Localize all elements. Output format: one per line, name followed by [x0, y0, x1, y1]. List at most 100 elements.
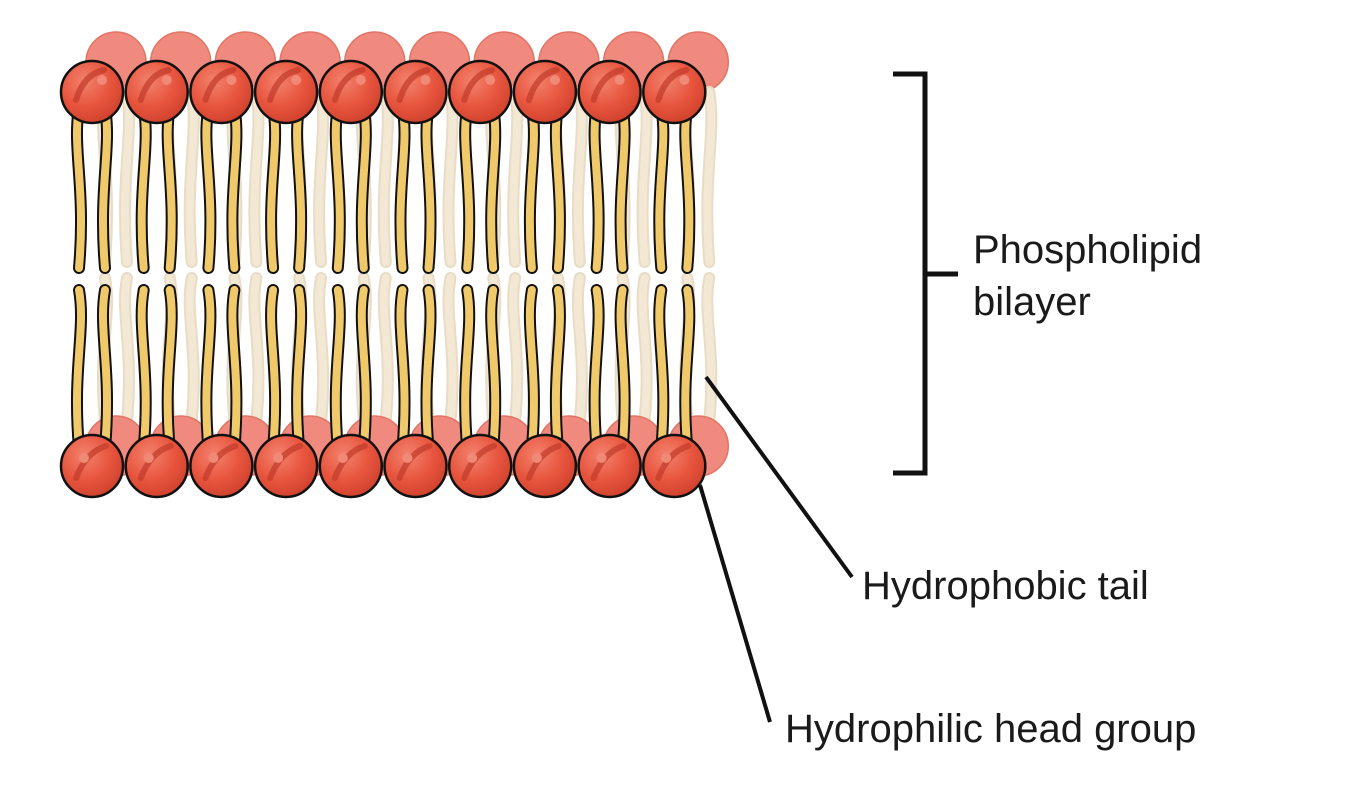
front-top-tail	[461, 104, 474, 272]
front-bottom-head	[577, 433, 642, 499]
tail-leader-line	[704, 375, 854, 579]
back-bottom-tail	[315, 274, 328, 424]
back-top-tail	[703, 88, 716, 266]
front-bottom-tail	[551, 286, 564, 452]
front-top-tail	[202, 104, 215, 272]
back-bottom-tail	[379, 274, 392, 424]
front-top-tail	[422, 104, 435, 272]
bilayer-label-line2: bilayer	[973, 280, 1091, 324]
front-top-head-shading	[461, 67, 496, 103]
front-bottom-head	[642, 433, 707, 499]
front-bottom-head	[383, 433, 448, 499]
annotation-lines	[698, 71, 958, 723]
front-top-tail	[681, 104, 694, 272]
back-top-tail	[315, 88, 328, 266]
front-top-tail	[487, 104, 500, 272]
front-bottom-head	[512, 433, 578, 499]
front-bottom-tail	[163, 286, 176, 452]
front-bottom-head	[318, 433, 384, 499]
front-bottom-tail	[616, 286, 629, 452]
front-top-head	[512, 59, 578, 125]
front-bottom-tail	[461, 286, 474, 452]
back-bottom-tail	[185, 274, 198, 424]
front-bottom-tail	[202, 286, 215, 452]
front-top-head	[447, 59, 513, 125]
front-top-head-shading	[202, 67, 237, 103]
bilayer-label-line1: Phospholipid	[973, 228, 1203, 272]
front-bottom-head	[253, 433, 319, 499]
front-top-head-highlight	[355, 75, 366, 85]
back-bottom-tail	[250, 274, 263, 424]
back-bottom-tail	[703, 274, 716, 424]
back-top-tail	[638, 88, 651, 266]
head-leader-line	[698, 484, 772, 723]
front-bottom-tail	[72, 286, 86, 452]
front-top-tail	[331, 104, 344, 272]
front-top-tail	[228, 104, 241, 272]
front-bottom-tail	[98, 286, 112, 452]
phospholipid-bilayer-label: Phospholipid bilayer	[973, 224, 1202, 328]
front-bottom-tail	[681, 286, 694, 452]
front-top-head-shading	[525, 67, 560, 103]
front-bottom-head-highlight	[402, 453, 413, 463]
back-bottom-tail	[444, 274, 457, 424]
front-bottom-tail	[590, 286, 603, 452]
front-top-head-highlight	[549, 75, 560, 85]
front-bottom-head-highlight	[531, 453, 542, 463]
front-top-head-shading	[267, 67, 302, 103]
back-top-tail	[120, 88, 134, 266]
front-top-tail	[525, 104, 538, 272]
front-bottom-tail	[487, 286, 500, 452]
front-top-head	[253, 59, 319, 125]
front-top-head-highlight	[679, 75, 690, 85]
front-bottom-head-highlight	[596, 453, 607, 463]
front-bottom-head	[447, 433, 513, 499]
front-top-tail	[590, 104, 603, 272]
front-top-head	[189, 59, 254, 125]
front-bottom-tail	[267, 286, 280, 452]
front-bottom-tail	[655, 286, 668, 452]
front-top-head-shading	[396, 67, 431, 103]
front-top-head-shading	[137, 67, 172, 103]
hydrophilic-head-label: Hydrophilic head group	[785, 707, 1197, 751]
front-top-head	[642, 59, 707, 125]
front-top-tail	[357, 104, 370, 272]
back-top-tail	[444, 88, 457, 266]
front-bottom-head-highlight	[337, 453, 348, 463]
front-top-head	[318, 59, 384, 125]
front-top-head-shading	[73, 67, 107, 103]
back-top-tail	[185, 88, 198, 266]
front-top-tail	[293, 104, 306, 272]
front-bottom-head-highlight	[273, 453, 284, 463]
front-top-head-shading	[655, 67, 690, 103]
front-top-head-highlight	[161, 75, 172, 85]
front-top-tail	[396, 104, 409, 272]
front-top-tail	[655, 104, 668, 272]
hydrophobic-tail-label: Hydrophobic tail	[862, 564, 1149, 608]
front-top-head-highlight	[226, 75, 237, 85]
front-top-head-shading	[331, 67, 366, 103]
front-bottom-head-highlight	[143, 453, 154, 463]
front-bottom-tail	[525, 286, 538, 452]
front-bottom-head-highlight	[661, 453, 672, 463]
front-top-head	[577, 59, 642, 125]
front-bottom-head-highlight	[79, 453, 89, 463]
front-bottom-tail	[357, 286, 370, 452]
front-bottom-head	[59, 433, 125, 499]
front-top-tail	[98, 104, 112, 272]
front-bottom-head-highlight	[467, 453, 478, 463]
front-top-tail	[137, 104, 150, 272]
back-bottom-tail	[573, 274, 586, 424]
front-top-tail	[163, 104, 176, 272]
back-top-tail	[379, 88, 392, 266]
front-top-head-highlight	[614, 75, 625, 85]
front-bottom-tail	[422, 286, 435, 452]
back-top-tail	[509, 88, 522, 266]
front-top-head-highlight	[97, 75, 107, 85]
front-bottom-tail	[331, 286, 344, 452]
front-top-head-highlight	[485, 75, 496, 85]
front-top-tail	[267, 104, 280, 272]
front-leaflet-layer	[59, 59, 707, 499]
front-top-head	[124, 59, 189, 125]
